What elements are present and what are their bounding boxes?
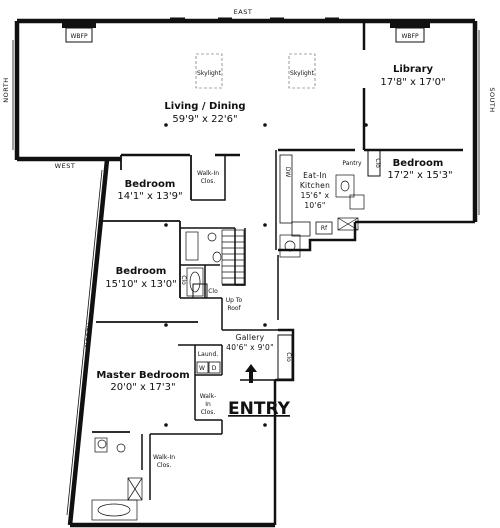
living-dining-name: Living / Dining xyxy=(164,101,245,112)
bedroom-1-size: 14'1" x 13'9" xyxy=(117,191,182,202)
walkin-master-l1: Walk- xyxy=(200,393,217,400)
bedroom-2-size: 15'10" x 13'0" xyxy=(105,279,177,290)
gallery-closet xyxy=(277,334,293,380)
washer xyxy=(196,361,209,374)
compass-east: EAST xyxy=(234,8,253,16)
laundry-label: Laund. xyxy=(198,351,218,358)
skylight-left xyxy=(195,53,223,89)
kitchen-name-2: Kitchen xyxy=(300,181,330,190)
skylight-right xyxy=(288,53,316,89)
bedroom-2-name: Bedroom xyxy=(116,266,167,277)
kitchen-name-1: Eat-In xyxy=(303,171,327,180)
hall-closet xyxy=(192,283,208,299)
up-to-roof-l1: Up To xyxy=(226,297,243,304)
compass-west: WEST xyxy=(55,162,76,170)
dishwasher-label: DW xyxy=(284,167,291,178)
closet-hall-label: Clo xyxy=(208,288,218,295)
skylight-left-label: Skylight xyxy=(197,70,222,77)
interior-walls xyxy=(92,21,463,500)
skylight-right-label: Skylight xyxy=(290,70,315,77)
kitchen-size-1: 15'6" x xyxy=(301,191,330,200)
compass-north-lower: NORTH xyxy=(84,322,95,348)
kitchen-counter xyxy=(279,154,333,237)
walkin-master-l3: Clos. xyxy=(201,409,216,416)
bedroom-closet xyxy=(367,149,381,177)
walkin-master-l2: In xyxy=(205,401,211,408)
columns xyxy=(164,123,368,427)
library-name: Library xyxy=(393,64,434,75)
stairs xyxy=(221,229,245,285)
fireplace-right xyxy=(390,21,430,43)
fireplace-left-label: WBFP xyxy=(70,33,88,40)
pantry-label: Pantry xyxy=(342,160,362,167)
master-bedroom-name: Master Bedroom xyxy=(96,370,189,381)
closet-bath-label: Clo xyxy=(180,275,187,285)
entry-label: ENTRY xyxy=(228,399,291,419)
washer-label: W xyxy=(199,365,205,372)
compass-south: SOUTH xyxy=(488,87,496,112)
gallery-name: Gallery xyxy=(236,333,265,342)
walkin-closet-1-l1: Walk-In xyxy=(197,170,219,177)
gallery-size: 40'6" x 9'0" xyxy=(226,343,274,352)
walkin-bath-l2: Clos. xyxy=(157,462,172,469)
fireplace-left xyxy=(62,21,96,43)
entry-arrow-icon xyxy=(245,364,257,383)
bath-fixtures xyxy=(91,174,365,521)
closet-bedroom-label: Clo xyxy=(374,158,381,168)
kitchen-size-2: 10'6" xyxy=(304,201,325,210)
exterior-walls xyxy=(14,18,478,528)
living-dining-size: 59'9" x 22'6" xyxy=(172,114,237,125)
closet-gallery-label: Clo xyxy=(285,352,292,362)
dryer xyxy=(208,361,221,374)
bedroom-ne-size: 17'2" x 15'3" xyxy=(387,170,452,181)
fireplace-right-label: WBFP xyxy=(401,33,419,40)
walkin-closet-1-l2: Clos. xyxy=(201,178,216,185)
up-to-roof-l2: Roof xyxy=(227,305,241,312)
bedroom-ne-name: Bedroom xyxy=(393,158,444,169)
dryer-label: D xyxy=(212,365,217,372)
bedroom-1-name: Bedroom xyxy=(125,179,176,190)
library-size: 17'8" x 17'0" xyxy=(380,77,445,88)
master-bedroom-size: 20'0" x 17'3" xyxy=(110,382,175,393)
compass-north-upper: NORTH xyxy=(2,77,10,102)
walkin-bath-l1: Walk-In xyxy=(153,454,175,461)
refrigerator-label: Rf xyxy=(321,225,328,232)
